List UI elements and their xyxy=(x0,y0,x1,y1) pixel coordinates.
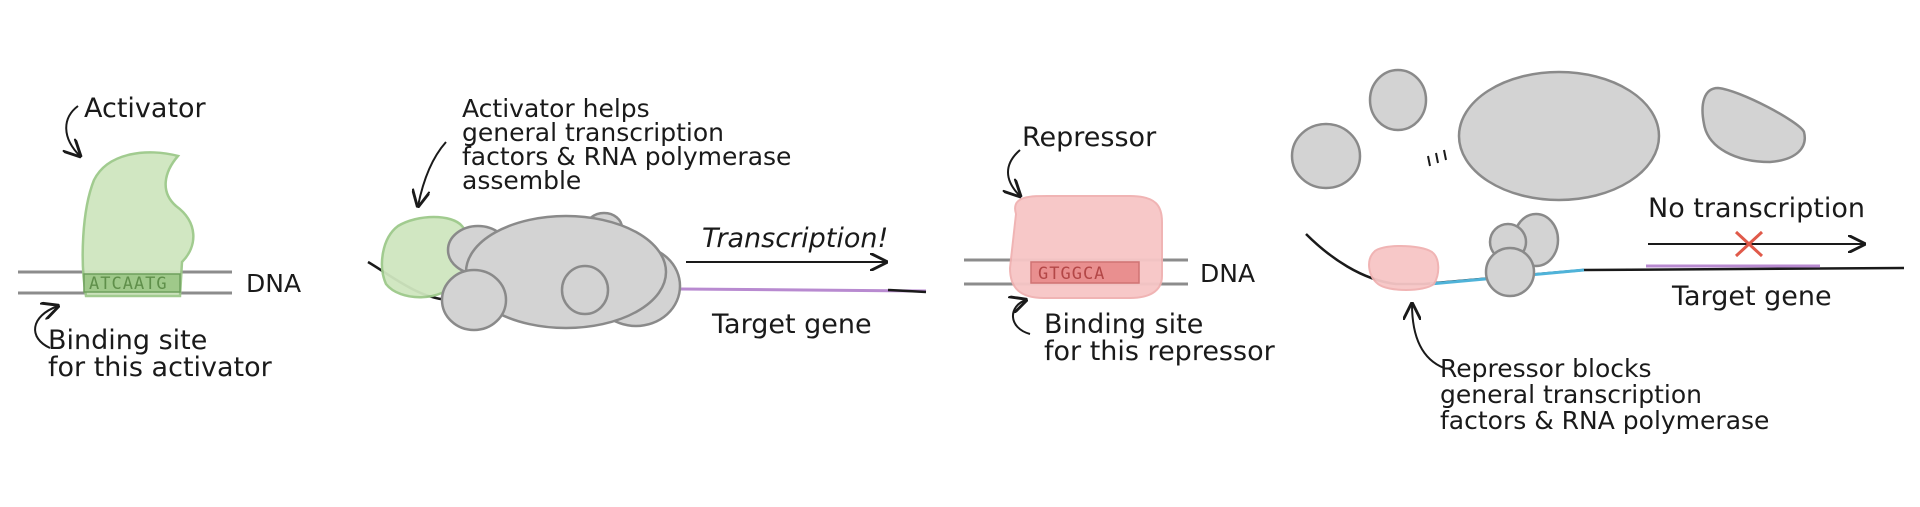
binding-site-arrow xyxy=(34,306,58,349)
no-transcription-label: No transcription xyxy=(1648,193,1865,224)
panel-activated-transcription: Activator helps general transcription fa… xyxy=(367,94,927,340)
blocked-x-mark xyxy=(1734,230,1764,258)
gtf-blob-center xyxy=(560,264,610,316)
repressor-site-arrow xyxy=(1013,300,1030,335)
activator-note-line4: assemble xyxy=(462,166,581,195)
repressor-note-arrow xyxy=(1412,304,1445,369)
activator-note-line2: general transcription xyxy=(462,118,724,147)
panel-repressed: No transcription Target gene Repressor b… xyxy=(1290,68,1905,435)
repressor-note-line2: general transcription xyxy=(1440,380,1702,409)
target-gene-label: Target gene xyxy=(711,309,872,340)
panel-repressor-binding: GTGGCA Repressor DNA Binding site for th… xyxy=(964,122,1276,367)
repressor-label: Repressor xyxy=(1022,122,1157,153)
activator-arrow xyxy=(66,105,80,156)
activator-binding-site xyxy=(83,273,181,293)
repressor-site-label-line2: for this repressor xyxy=(1044,336,1276,367)
repressor-site-sequence: GTGGCA xyxy=(1038,264,1105,284)
floating-blob-top xyxy=(1368,68,1428,132)
target-gene-strand xyxy=(679,287,927,293)
repressor-binding-site xyxy=(1030,261,1140,284)
motion-lines xyxy=(1427,149,1447,167)
activator-note-arrow xyxy=(418,141,447,206)
target-gene-label-2: Target gene xyxy=(1671,281,1832,312)
repressor-arrow xyxy=(1008,149,1020,196)
binding-site-label-line1: Binding site xyxy=(48,325,207,356)
gtf-blob-small-bottom xyxy=(1484,246,1536,298)
transcription-label: Transcription! xyxy=(702,223,888,254)
activator-label: Activator xyxy=(84,93,207,124)
repressor-protein-bound xyxy=(1368,245,1440,291)
activator-note-line3: factors & RNA polymerase xyxy=(462,142,791,171)
floating-blob-right xyxy=(1701,86,1806,164)
repressor-note-line3: factors & RNA polymerase xyxy=(1440,406,1769,435)
dna-label-2: DNA xyxy=(1200,259,1255,288)
repressor-site-label-line1: Binding site xyxy=(1044,309,1203,340)
activator-protein xyxy=(81,151,195,298)
floating-blob-left xyxy=(1290,122,1362,190)
activator-protein-bound xyxy=(380,215,471,299)
activator-note-line1: Activator helps xyxy=(462,94,650,123)
repressor-note-line1: Repressor blocks xyxy=(1440,354,1652,383)
panel-activator-binding: ATCAATG Activator DNA Binding site for t… xyxy=(18,93,301,383)
activator-site-sequence: ATCAATG xyxy=(89,274,168,294)
binding-site-label-line2: for this activator xyxy=(48,352,273,383)
target-gene-end xyxy=(887,288,927,294)
gtf-blob-bottom-left xyxy=(440,268,508,332)
dna-label: DNA xyxy=(246,269,301,298)
floating-rna-polymerase xyxy=(1457,70,1661,202)
